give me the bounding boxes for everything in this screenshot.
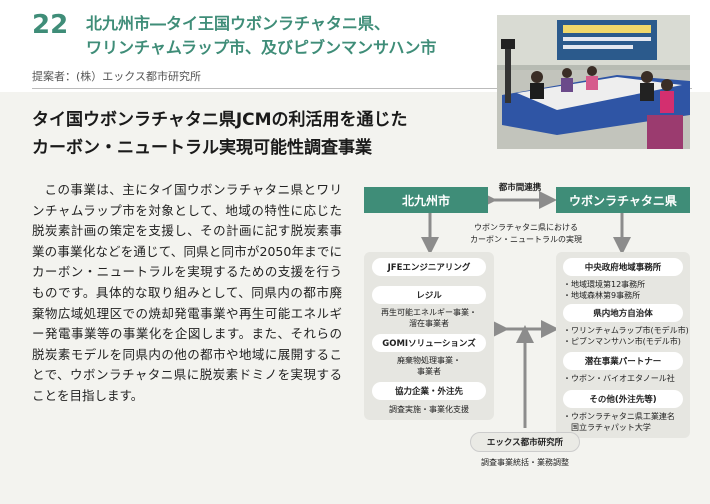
others-line-2: 国立ラチャパット大学 [563,423,651,432]
central-gov-line-2: ・地域森林第9事務所 [563,291,641,300]
ex-research-desc: 調査事業統括・業務調整 [481,458,569,467]
potential-partner-pill: 潜在事業パートナー [563,352,683,370]
others-list: ・ウボンラチャタニ県工業連名 国立ラチャパット大学 [563,411,689,433]
gomi-desc-line-1: 廃棄物処理事業・ [397,356,461,365]
others-line-1: ・ウボンラチャタニ県工業連名 [563,412,675,421]
gomi-desc-line-2: 事業者 [417,367,441,376]
project-title: タイ国ウボンラチャタニ県JCMの利活用を通じた カーボン・ニュートラル実現可能性… [32,106,472,162]
others-pill: その他(外注先等) [563,390,683,408]
project-title-line-1: タイ国ウボンラチャタニ県JCMの利活用を通じた [32,110,408,130]
partnership-diagram: 北九州市 都市間連携 ウボンラチャタニ県 ウボンラチャタニ県における カーボン・… [360,176,700,476]
page-title: 北九州市―タイ王国ウボンラチャタニ県、 ワリンチャムラップ市、及びピブンマンサハ… [86,12,486,60]
central-gov-list: ・地域環境第12事務所 ・地域森林第9事務所 [563,279,689,301]
rezil-desc: 再生可能エネルギー事業・ 溜在事業者 [368,307,490,329]
potential-partner-line-1: ・ウボン・バイオエタノール社 [563,374,675,383]
local-gov-line-2: ・ピブンマンサハン市(モデル市) [563,337,681,346]
ubon-header: ウボンラチャタニ県 [556,187,690,213]
goal-note: ウボンラチャタニ県における カーボン・ニュートラルの実現 [440,222,612,246]
meeting-photo [497,15,690,149]
body-paragraph: この事業は、主にタイ国ウボンラチャタニ県とワリンチャムラップ市を対象として、地域… [32,182,342,403]
rezil-desc-line-1: 再生可能エネルギー事業・ [381,308,477,317]
rezil-desc-line-2: 溜在事業者 [409,319,449,328]
goal-note-line-2: カーボン・ニュートラルの実現 [470,235,582,244]
proposer: 提案者：(株）エックス都市研究所 [32,70,201,83]
ex-research-pill: エックス都市研究所 [470,432,580,452]
title-line-2: ワリンチャムラップ市、及びピブンマンサハン市 [86,38,437,57]
link-label: 都市間連携 [498,183,542,193]
partner-desc: 調査実施・事業化支援 [389,405,469,414]
central-gov-line-1: ・地域環境第12事務所 [563,280,646,289]
header-divider [32,88,692,89]
kitakyushu-header: 北九州市 [364,187,488,213]
central-gov-pill: 中央政府地域事務所 [563,258,683,276]
project-title-line-2: カーボン・ニュートラル実現可能性調査事業 [32,138,372,158]
partner-pill: 協力企業・外注先 [372,382,486,400]
jfe-pill: JFEエンジニアリング [372,258,486,276]
local-gov-pill: 県内地方自治体 [563,304,683,322]
title-line-1: 北九州市―タイ王国ウボンラチャタニ県、 [86,14,390,33]
diagram-arrows [421,191,631,428]
section-number: 22 [32,10,69,40]
rezil-pill: レジル [372,286,486,304]
local-gov-line-1: ・ワリンチャムラップ市(モデル市) [563,326,689,335]
gomi-desc: 廃棄物処理事業・ 事業者 [368,355,490,377]
local-gov-list: ・ワリンチャムラップ市(モデル市) ・ピブンマンサハン市(モデル市) [563,325,689,347]
goal-note-line-1: ウボンラチャタニ県における [474,223,578,232]
gomi-pill: GOMIソリューションズ [372,334,486,352]
